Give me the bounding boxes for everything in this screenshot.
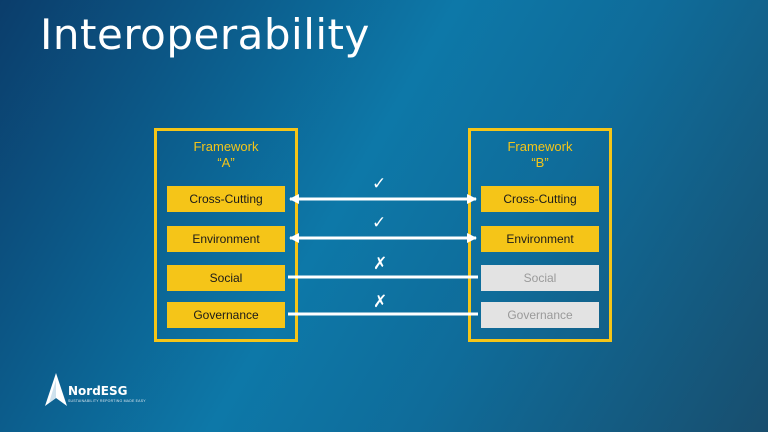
framework-b-title: Framework “B” xyxy=(471,139,609,171)
framework-b-box: Framework “B” Cross-Cutting Environment … xyxy=(468,128,612,342)
framework-a-social: Social xyxy=(167,265,285,291)
framework-a-box: Framework “A” Cross-Cutting Environment … xyxy=(154,128,298,342)
cross-mark-social: ✗ xyxy=(373,254,388,274)
framework-b-title-line1: Framework xyxy=(507,139,573,154)
framework-a-title-line1: Framework xyxy=(193,139,259,154)
slide-title: Interoperability xyxy=(40,10,370,59)
framework-b-title-line2: “B” xyxy=(531,155,549,170)
cross-mark-governance: ✗ xyxy=(373,292,388,312)
framework-a-environment: Environment xyxy=(167,226,285,252)
framework-a-governance: Governance xyxy=(167,302,285,328)
check-mark-cross-cutting: ✓ xyxy=(372,174,387,194)
framework-a-title: Framework “A” xyxy=(157,139,295,171)
logo-name: NordESG xyxy=(68,384,128,398)
nordesg-logo-icon xyxy=(45,373,67,406)
framework-b-cross-cutting: Cross-Cutting xyxy=(481,186,599,212)
framework-b-governance: Governance xyxy=(481,302,599,328)
framework-a-cross-cutting: Cross-Cutting xyxy=(167,186,285,212)
logo-tagline: SUSTAINABILITY REPORTING MADE EASY xyxy=(68,399,146,403)
check-mark-environment: ✓ xyxy=(372,213,387,233)
framework-a-title-line2: “A” xyxy=(217,155,235,170)
framework-b-environment: Environment xyxy=(481,226,599,252)
framework-b-social: Social xyxy=(481,265,599,291)
